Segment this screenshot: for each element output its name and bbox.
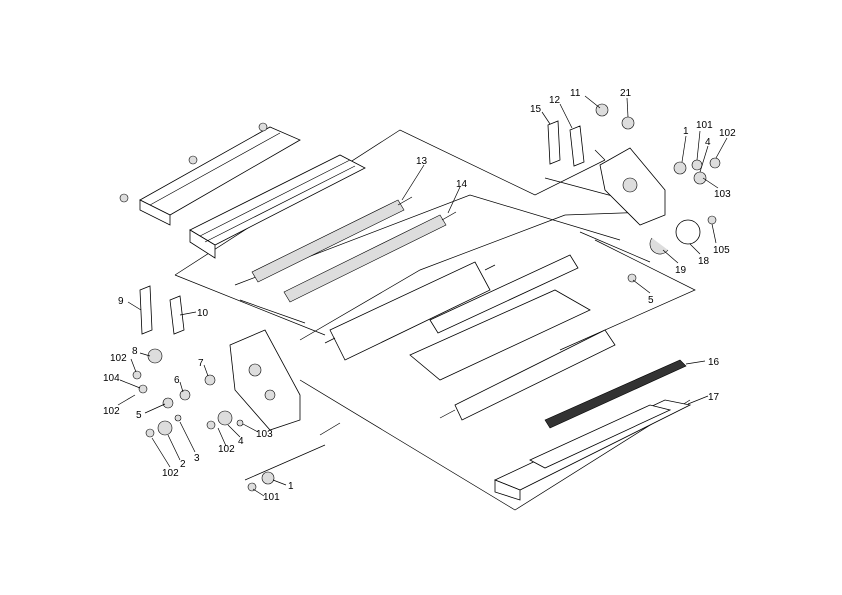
callout-9: 9 — [118, 296, 124, 307]
guide-channel — [189, 154, 366, 259]
callout-15: 15 — [530, 104, 542, 115]
callout-19: 19 — [675, 265, 687, 276]
callout-1-left: 1 — [288, 481, 294, 492]
callout-102-left-top: 102 — [110, 353, 127, 364]
roller-13 — [251, 196, 413, 283]
callout-5-right: 5 — [648, 295, 654, 306]
spiral-roller-lower — [439, 329, 616, 421]
callout-105: 105 — [713, 245, 730, 256]
callout-14: 14 — [456, 179, 468, 190]
left-side-frame — [229, 329, 301, 431]
callout-104: 104 — [103, 373, 120, 384]
spiral-shaft-upper — [409, 254, 591, 381]
callout-7: 7 — [198, 358, 204, 369]
tray-17 — [493, 399, 692, 501]
roller-14 — [283, 211, 457, 303]
callout-18: 18 — [698, 256, 710, 267]
callout-1-right: 1 — [683, 126, 689, 137]
callout-12: 12 — [549, 95, 561, 106]
callout-4-left: 4 — [238, 436, 244, 447]
callout-6: 6 — [174, 375, 180, 386]
callout-102-left-mid: 102 — [103, 406, 120, 417]
callout-labels: 13 14 11 21 12 15 1 101 102 4 103 105 18… — [103, 88, 736, 503]
callout-8: 8 — [132, 346, 138, 357]
paddle-roller — [324, 261, 496, 361]
callout-102-center: 102 — [218, 444, 235, 455]
callout-17: 17 — [708, 392, 720, 403]
upper-frame-plate — [119, 122, 301, 226]
leader-lines — [117, 95, 728, 497]
callout-4-right: 4 — [705, 137, 711, 148]
callout-13: 13 — [416, 156, 428, 167]
callout-103-left: 103 — [256, 429, 273, 440]
callout-16: 16 — [708, 357, 720, 368]
callout-2: 2 — [180, 459, 186, 470]
callout-101-right: 101 — [696, 120, 713, 131]
callout-102-right: 102 — [719, 128, 736, 139]
callout-103-right: 103 — [714, 189, 731, 200]
callout-102-left-low: 102 — [162, 468, 179, 479]
belt-16 — [544, 359, 687, 429]
brackets — [139, 120, 585, 335]
callout-3: 3 — [194, 453, 200, 464]
callout-101-left: 101 — [263, 492, 280, 503]
small-parts — [132, 103, 721, 492]
callout-10: 10 — [197, 308, 209, 319]
callout-5-left: 5 — [136, 410, 142, 421]
callout-21: 21 — [620, 88, 632, 99]
callout-11: 11 — [570, 88, 581, 99]
right-side-frame — [599, 147, 666, 226]
